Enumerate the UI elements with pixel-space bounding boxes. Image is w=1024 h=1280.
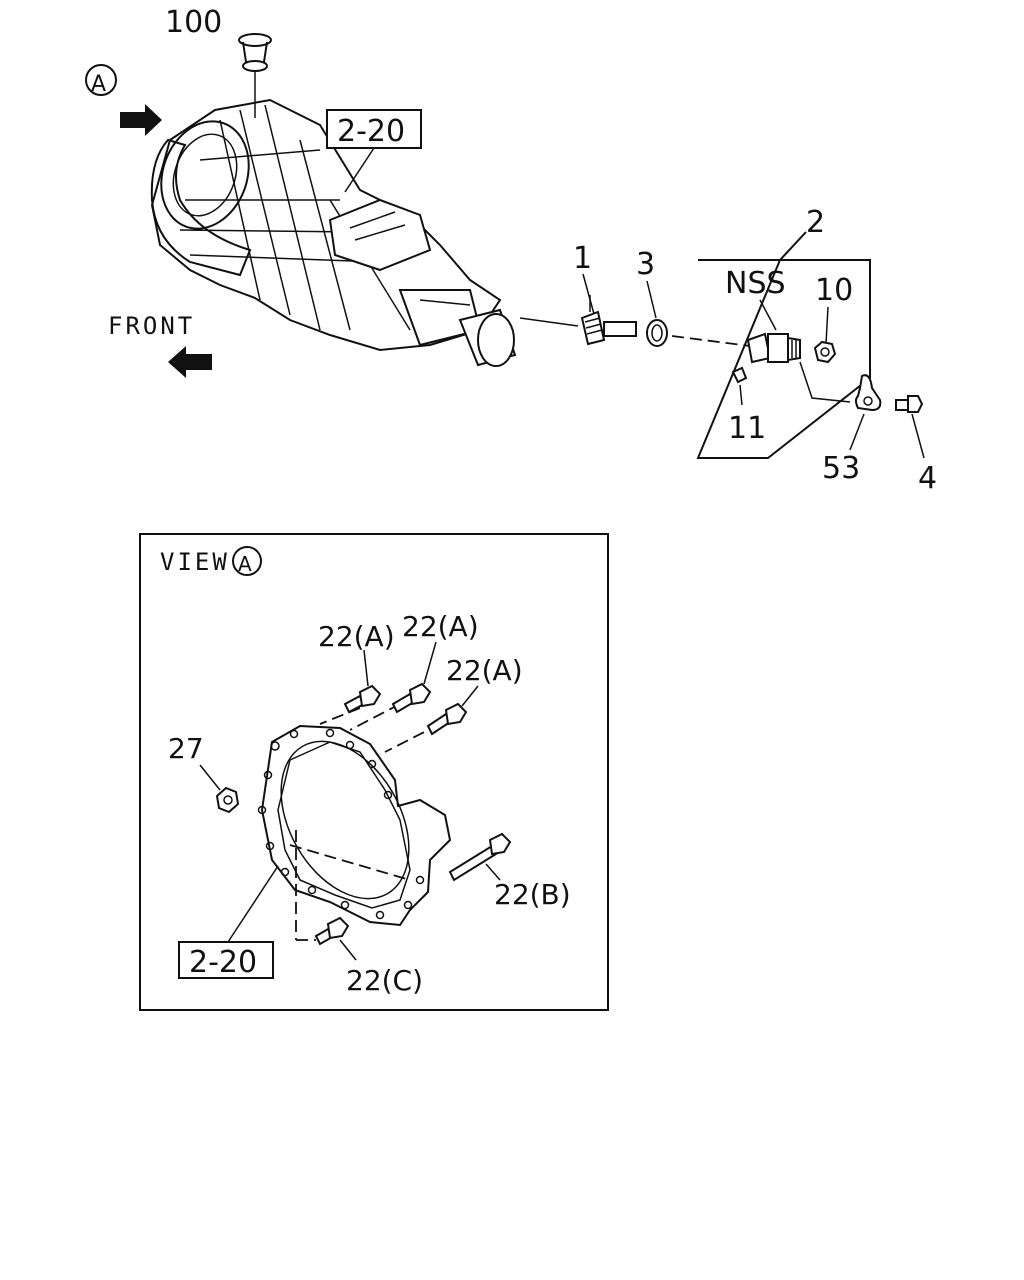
part-22a-label-2: 22(A) [402,610,479,643]
view-a-marker: A [85,64,117,97]
part-10-label: 10 [815,273,853,308]
svg-text:VIEW: VIEW [160,548,230,576]
plug-100-icon [238,33,272,118]
part-22b-label: 22(B) [494,878,571,911]
speedo-gear-1-icon [580,295,637,346]
part-4-label: 4 [918,461,937,496]
part-1-label: 1 [573,241,592,276]
part-2-group-outline [696,231,871,459]
bellhousing-icon [257,724,452,927]
view-a-title: VIEW A [160,546,262,576]
nss-label: NSS [725,266,786,301]
front-label: FRONT [108,312,195,340]
part-22a-label-1: 22(A) [318,620,395,653]
bolt-22c-icon [314,916,350,946]
view-a-arrow-icon [120,104,162,136]
part-3-label: 3 [636,247,655,282]
part-22c-label: 22(C) [346,964,423,997]
o-ring-3-icon [646,319,668,347]
svg-text:A: A [91,72,106,97]
part-53-label: 53 [822,451,860,486]
part-22a-label-3: 22(A) [446,654,523,687]
nut-27-icon [215,786,240,814]
part-2-label: 2 [806,205,825,240]
svg-text:2-20: 2-20 [337,114,405,149]
bolt-22a-3-icon [426,702,468,736]
bolt-4-icon [895,395,924,413]
svg-text:A: A [238,552,252,576]
ref-box-top: 2-20 [326,109,422,193]
bracket-53-icon [855,374,882,412]
view-a-panel [139,533,609,1011]
nut-10-icon [813,340,837,364]
nss-sensor-icon [746,332,801,364]
part-27-label: 27 [168,732,204,765]
front-arrow-icon [168,346,212,378]
part-100-label: 100 [165,5,222,40]
svg-text:2-20: 2-20 [189,945,257,980]
part-11-label: 11 [728,411,766,446]
bolt-22a-1-icon [343,684,382,714]
pin-11-icon [731,366,748,384]
ref-box-bottom: 2-20 [178,865,279,980]
bolt-22b-icon [448,832,512,882]
bolt-22a-2-icon [391,682,432,714]
